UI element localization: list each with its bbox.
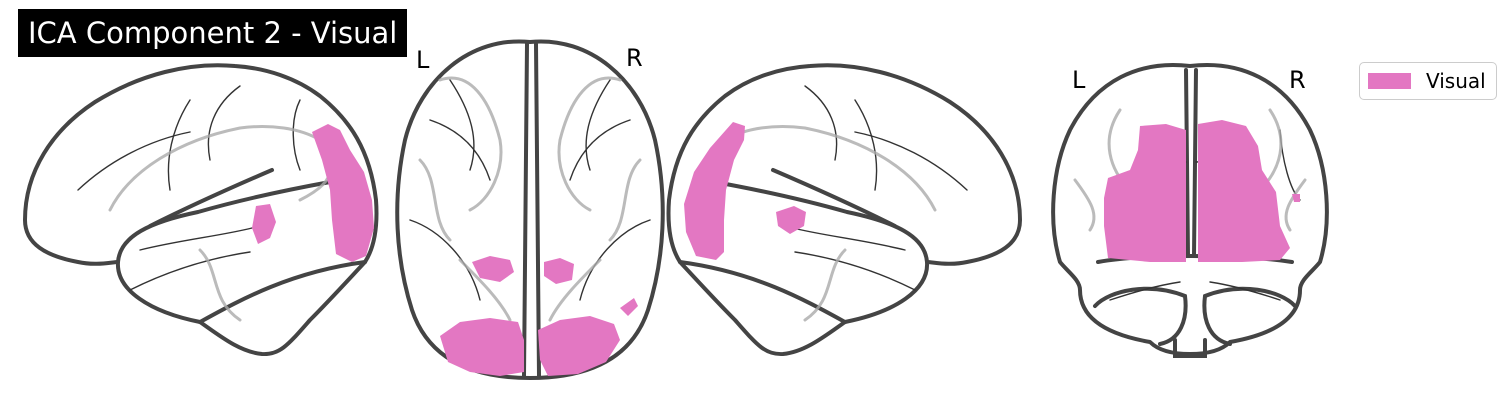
- coronal-midline-right: [1192, 68, 1198, 258]
- sagittal-left-sulcus-1: [77, 131, 191, 191]
- sagittal-right-cerebellum-edge: [678, 260, 847, 324]
- sagittal-left-sulcus-5: [129, 251, 251, 291]
- axial-activation-occipital-left: [440, 318, 524, 376]
- sagittal-left-view: [23, 63, 379, 357]
- sagittal-left-sulcus-4: [139, 227, 253, 251]
- coronal-gray-3: [1073, 178, 1096, 232]
- sagittal-right-sylvian: [771, 168, 897, 228]
- axial-activation-parietal-left: [472, 256, 514, 282]
- axial-gray-4: [608, 158, 642, 242]
- sagittal-right-view: [666, 63, 1022, 357]
- sagittal-right-sulcus-2: [854, 99, 878, 191]
- axial-gray-1: [438, 76, 503, 212]
- axial-right-label: R: [626, 44, 643, 72]
- axial-activation-occipital-right: [538, 316, 620, 376]
- coronal-activation-right: [1198, 120, 1290, 262]
- axial-midline-left: [522, 42, 529, 378]
- sagittal-right-temporal: [713, 180, 929, 264]
- axial-midline-right: [534, 42, 541, 378]
- coronal-brainstem: [1173, 338, 1207, 358]
- axial-view: L R: [395, 39, 665, 380]
- coronal-sulcus-1: [1109, 281, 1181, 301]
- axial-gray-3: [418, 158, 452, 242]
- sagittal-right-sulcus-4: [792, 227, 906, 251]
- axial-sulcus-1: [429, 119, 491, 181]
- axial-sulcus-3: [409, 219, 481, 301]
- coronal-gray-4: [1284, 178, 1307, 232]
- axial-sulcus-6: [585, 79, 611, 171]
- legend-swatch-visual: [1368, 73, 1411, 89]
- axial-activation-lateral-right: [620, 298, 638, 316]
- sagittal-left-gray-2: [198, 248, 242, 322]
- axial-activation-parietal-right: [544, 258, 574, 284]
- axial-gray-2: [557, 76, 622, 212]
- sagittal-right-sulcus-5: [794, 251, 916, 291]
- sagittal-left-activation-occipital: [312, 124, 374, 262]
- coronal-cerebellum-right: [1202, 286, 1297, 346]
- sagittal-right-sulcus-3: [804, 85, 838, 161]
- sagittal-left-temporal: [116, 180, 332, 264]
- axial-outline: [395, 39, 665, 380]
- axial-sulcus-2: [569, 119, 631, 181]
- sagittal-left-sulcus-3: [207, 85, 241, 161]
- sagittal-right-activation-occipital: [684, 122, 745, 260]
- coronal-left-label: L: [1072, 66, 1086, 94]
- sagittal-left-activation-parietal: [252, 204, 276, 244]
- axial-gray-5: [458, 258, 512, 322]
- axial-sulcus-4: [579, 219, 651, 301]
- coronal-activation-lateral-right: [1292, 194, 1300, 202]
- figure-title: ICA Component 2 - Visual: [18, 9, 408, 57]
- sagittal-left-gray-1: [108, 125, 322, 212]
- sagittal-left-cerebellum-edge: [198, 260, 367, 324]
- legend-label-visual: Visual: [1426, 69, 1486, 93]
- sagittal-right-activation-parietal: [776, 206, 806, 234]
- axial-sulcus-5: [449, 79, 475, 171]
- sagittal-left-sulcus-6: [292, 99, 301, 171]
- sagittal-right-gray-2: [803, 248, 847, 322]
- sagittal-left-sylvian: [148, 168, 274, 228]
- sagittal-right-gray-1: [723, 125, 937, 212]
- coronal-midline-left: [1184, 68, 1190, 258]
- sagittal-right-sulcus-1: [854, 131, 968, 191]
- coronal-sulcus-2: [1209, 281, 1281, 301]
- coronal-view: L R: [1051, 63, 1329, 358]
- axial-gray-6: [548, 258, 602, 322]
- coronal-activation-left: [1104, 124, 1186, 262]
- sagittal-left-sulcus-2: [167, 99, 191, 191]
- axial-left-label: L: [416, 46, 430, 74]
- legend: Visual: [1359, 62, 1497, 100]
- coronal-cerebellum-left: [1093, 286, 1188, 346]
- coronal-right-label: R: [1289, 66, 1306, 94]
